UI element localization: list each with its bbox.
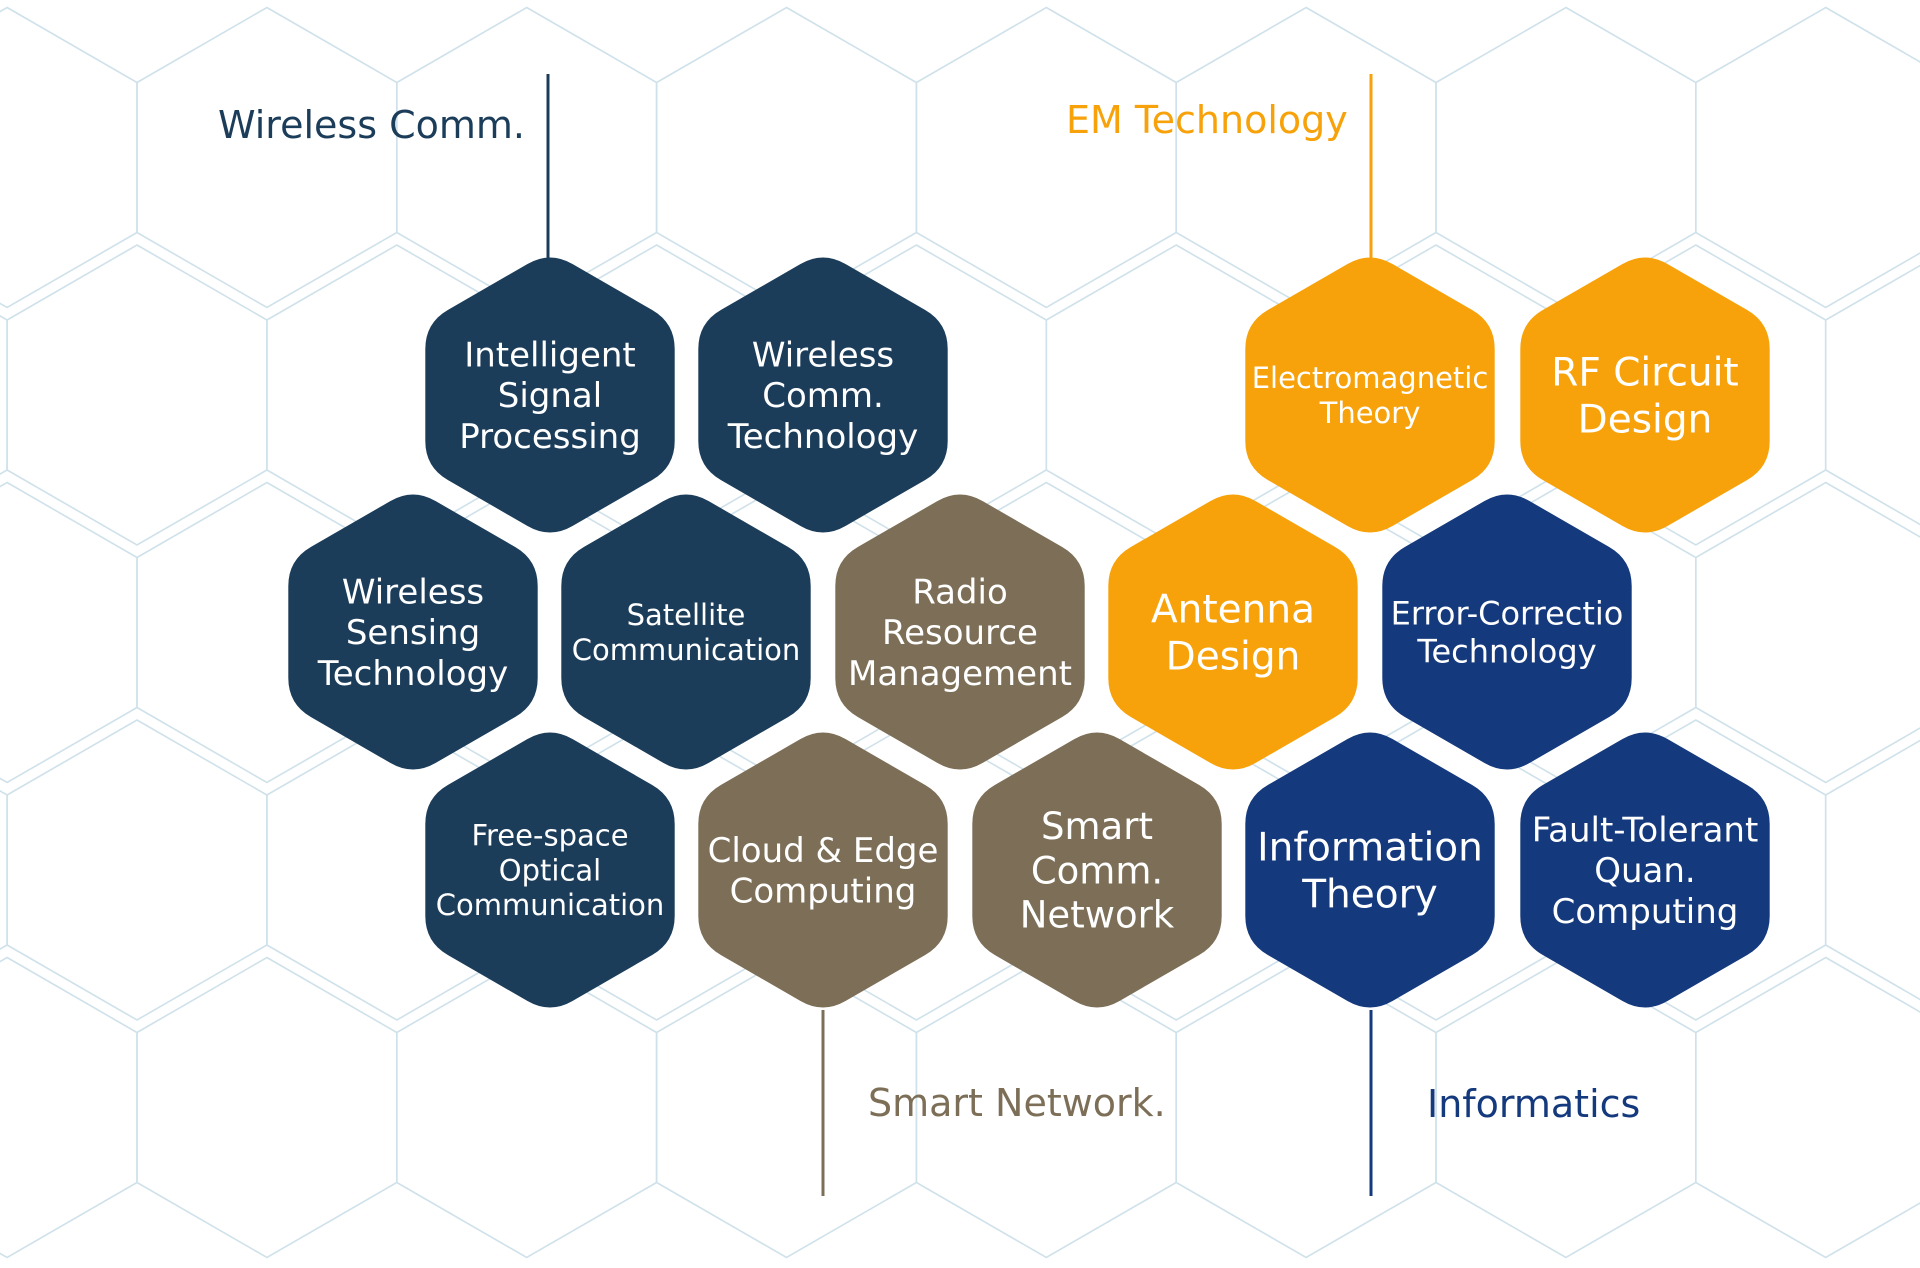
outline-hexagon	[1175, 956, 1437, 1259]
outline-hexagon	[915, 6, 1177, 309]
outline-hexagon	[1824, 739, 1920, 1001]
hex-label-smart-comm-network-line-3: Network	[1020, 894, 1175, 937]
hex-label-error-correction-technology-line-2: Technology	[1416, 633, 1596, 671]
hex-shape-wireless-sensing-technology	[288, 494, 538, 770]
outline-hexagon	[0, 481, 138, 784]
hex-label-electromagnetic-theory-line-1: Electromagnetic	[1252, 361, 1489, 395]
hex-label-wireless-sensing-technology-line-3: Technology	[317, 654, 508, 694]
hex-label-antenna-design-line-2: Design	[1166, 634, 1301, 679]
outline-hexagon	[1695, 956, 1920, 1259]
hex-shape-intelligent-signal-processing	[425, 257, 675, 533]
hex-label-cloud-edge-computing-line-1: Cloud & Edge	[708, 831, 939, 871]
hex-shape-information-theory	[1245, 732, 1495, 1008]
outline-hexagon	[1175, 6, 1437, 309]
hex-label-fault-tolerant-quan-computing-line-3: Computing	[1552, 892, 1739, 932]
hex-label-fault-tolerant-quan-computing-line-1: Fault-Tolerant	[1532, 810, 1759, 850]
outline-hexagon	[0, 789, 8, 951]
hex-shape-error-correction-technology	[1382, 494, 1632, 770]
outline-hexagon	[0, 956, 138, 1259]
hex-label-free-space-optical-communication-line-2: Optical	[499, 853, 601, 887]
hex-label-radio-resource-management-line-2: Resource	[882, 613, 1038, 653]
hex-label-wireless-comm-technology-line-2: Comm.	[762, 376, 884, 416]
hex-label-electromagnetic-theory-line-2: Theory	[1319, 396, 1421, 430]
outline-hexagon	[6, 244, 268, 546]
hex-label-error-correction-technology-line-1: Error-Correctio	[1391, 594, 1624, 632]
outline-hexagon	[1695, 6, 1920, 309]
hex-shape-cloud-edge-computing	[698, 732, 948, 1008]
hex-label-smart-comm-network-line-1: Smart	[1041, 805, 1153, 848]
hex-shape-smart-comm-network	[972, 732, 1222, 1008]
hex-shape-wireless-comm-technology	[698, 257, 948, 533]
hex-label-information-theory-line-1: Information	[1257, 826, 1483, 871]
hex-label-fault-tolerant-quan-computing-line-2: Quan.	[1594, 851, 1696, 891]
hex-shape-fault-tolerant-quan-computing	[1520, 732, 1770, 1008]
hex-shape-free-space-optical-communication	[425, 732, 675, 1008]
hex-label-smart-comm-network-line-2: Comm.	[1031, 849, 1163, 892]
outline-hexagon	[1824, 264, 1920, 526]
hex-label-wireless-comm-technology-line-1: Wireless	[752, 335, 894, 375]
topic-hexagons: IntelligentSignalProcessingWirelessComm.…	[288, 257, 1770, 1008]
outline-hexagon	[655, 6, 918, 309]
hex-label-satellite-communication-line-1: Satellite	[627, 598, 746, 632]
hex-label-rf-circuit-design-line-2: Design	[1578, 397, 1713, 442]
hex-label-intelligent-signal-processing-line-3: Processing	[459, 417, 641, 457]
outline-hexagon	[6, 719, 268, 1021]
group-connector-lines	[546, 74, 1373, 1196]
hex-label-wireless-sensing-technology-line-2: Sensing	[346, 613, 480, 653]
hex-label-antenna-design-line-1: Antenna	[1151, 588, 1315, 633]
outline-hexagon	[395, 6, 658, 309]
outline-hexagon	[136, 6, 398, 309]
hex-label-wireless-sensing-technology-line-1: Wireless	[342, 572, 484, 612]
group-label-smart-network: Smart Network.	[868, 1081, 1166, 1125]
hex-label-free-space-optical-communication-line-1: Free-space	[471, 819, 628, 853]
hex-shape-satellite-communication	[561, 494, 811, 770]
group-label-em-technology: EM Technology	[1066, 98, 1348, 142]
outline-hexagon	[0, 6, 138, 309]
hex-label-rf-circuit-design-line-1: RF Circuit	[1551, 351, 1738, 396]
outline-hexagon	[0, 314, 8, 476]
hex-shape-antenna-design	[1108, 494, 1358, 770]
group-label-wireless-comm: Wireless Comm.	[218, 103, 525, 147]
hex-label-intelligent-signal-processing-line-2: Signal	[498, 376, 602, 416]
hex-label-cloud-edge-computing-line-2: Computing	[730, 872, 917, 912]
outline-hexagon	[1695, 481, 1920, 784]
hex-shape-rf-circuit-design	[1520, 257, 1770, 533]
outline-hexagon	[136, 956, 398, 1259]
hex-label-wireless-comm-technology-line-3: Technology	[727, 417, 918, 457]
hex-shape-electromagnetic-theory	[1245, 257, 1495, 533]
hex-label-free-space-optical-communication-line-3: Communication	[436, 888, 665, 922]
outline-hexagon	[395, 956, 658, 1259]
hex-shape-radio-resource-management	[835, 494, 1085, 770]
hex-label-radio-resource-management-line-1: Radio	[912, 572, 1008, 612]
hex-label-radio-resource-management-line-3: Management	[848, 654, 1072, 694]
hex-label-satellite-communication-line-2: Communication	[572, 633, 801, 667]
hex-label-information-theory-line-2: Theory	[1301, 872, 1438, 917]
group-label-informatics: Informatics	[1427, 1082, 1640, 1126]
hex-label-intelligent-signal-processing-line-1: Intelligent	[464, 335, 636, 375]
